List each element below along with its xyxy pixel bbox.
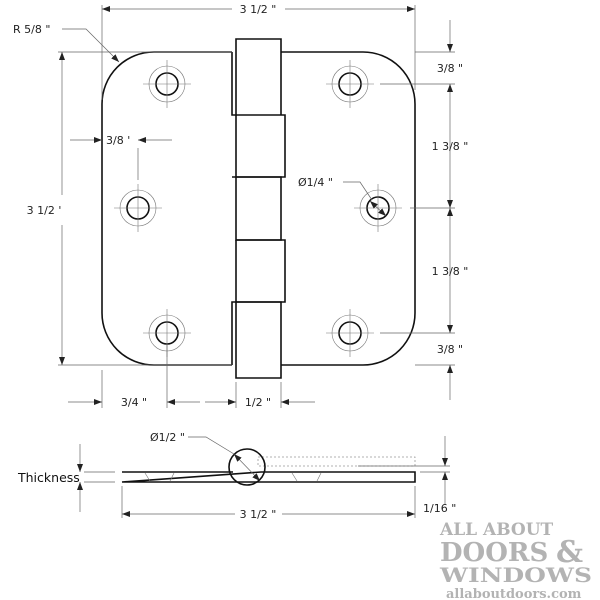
dim-label: Ø1/2 " bbox=[150, 431, 185, 444]
dim-right-chain: 3/8 " 1 3/8 " 1 3/8 " 3/8 " bbox=[380, 20, 468, 400]
dim-hole-edge-offset: 3/8 ' bbox=[70, 134, 172, 180]
dim-label: 1 3/8 " bbox=[432, 265, 469, 278]
dim-label: 3/4 " bbox=[121, 396, 147, 409]
dim-label: 3/8 " bbox=[437, 343, 463, 356]
hinge-knuckles bbox=[231, 38, 286, 379]
dim-label: 1 3/8 " bbox=[432, 140, 469, 153]
dim-label: 3/8 ' bbox=[106, 134, 130, 147]
dim-label: 1/2 " bbox=[245, 396, 271, 409]
screw-hole bbox=[114, 184, 162, 232]
dim-label: R 5/8 " bbox=[13, 23, 50, 36]
dim-label: 3 1/2 ' bbox=[27, 204, 62, 217]
dim-bottom: 3/4 " 1/2 " bbox=[68, 345, 315, 409]
thickness-label: Thickness bbox=[17, 470, 80, 485]
screw-holes bbox=[114, 60, 402, 357]
dim-overall-width: 3 1/2 " bbox=[101, 3, 416, 100]
dim-label: 3 1/2 " bbox=[240, 508, 277, 521]
screw-hole bbox=[354, 184, 402, 232]
dim-hole-diameter: Ø1/4 " bbox=[298, 176, 387, 217]
dim-overall-height: 3 1/2 ' bbox=[27, 51, 232, 366]
screw-hole bbox=[326, 309, 374, 357]
dim-label: Ø1/4 " bbox=[298, 176, 333, 189]
side-view: Ø1/2 " Thickness 1/16 " 3 1/2 " bbox=[17, 431, 456, 521]
screw-hole bbox=[326, 60, 374, 108]
brand-logo: ALL ABOUT DOORS & WINDOWS allaboutdoors.… bbox=[439, 520, 592, 600]
dim-label: 3 1/2 " bbox=[240, 3, 277, 16]
logo-ampersand: & bbox=[556, 535, 583, 570]
logo-line-2: DOORS bbox=[440, 538, 548, 568]
hinge-plate-outline bbox=[101, 51, 416, 366]
dim-corner-radius: R 5/8 " bbox=[13, 23, 120, 63]
screw-hole bbox=[143, 60, 191, 108]
dim-label: 3/8 " bbox=[437, 62, 463, 75]
logo-line-1: ALL ABOUT bbox=[439, 520, 554, 540]
dim-label: 1/16 " bbox=[423, 502, 456, 515]
logo-line-3: WINDOWS bbox=[439, 563, 592, 587]
logo-url: allaboutdoors.com bbox=[446, 587, 582, 600]
